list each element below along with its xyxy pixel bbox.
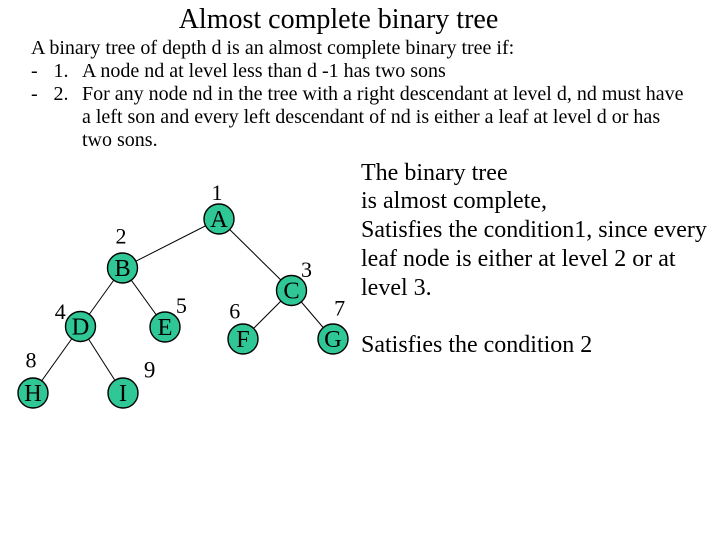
svg-text:6: 6	[229, 299, 240, 324]
svg-text:5: 5	[176, 293, 187, 318]
svg-text:3: 3	[301, 257, 312, 282]
svg-text:A: A	[210, 206, 228, 233]
svg-text:I: I	[119, 380, 127, 407]
svg-text:2: 2	[116, 224, 127, 249]
svg-text:9: 9	[144, 358, 156, 383]
svg-text:F: F	[236, 326, 250, 353]
svg-text:D: D	[72, 314, 90, 341]
svg-text:8: 8	[26, 348, 37, 373]
svg-text:7: 7	[334, 296, 345, 321]
svg-text:E: E	[158, 314, 173, 341]
svg-text:H: H	[24, 380, 42, 407]
svg-text:4: 4	[55, 299, 66, 324]
svg-text:G: G	[324, 326, 342, 353]
svg-text:C: C	[283, 278, 299, 305]
svg-text:1: 1	[212, 180, 223, 205]
svg-text:B: B	[114, 255, 130, 282]
